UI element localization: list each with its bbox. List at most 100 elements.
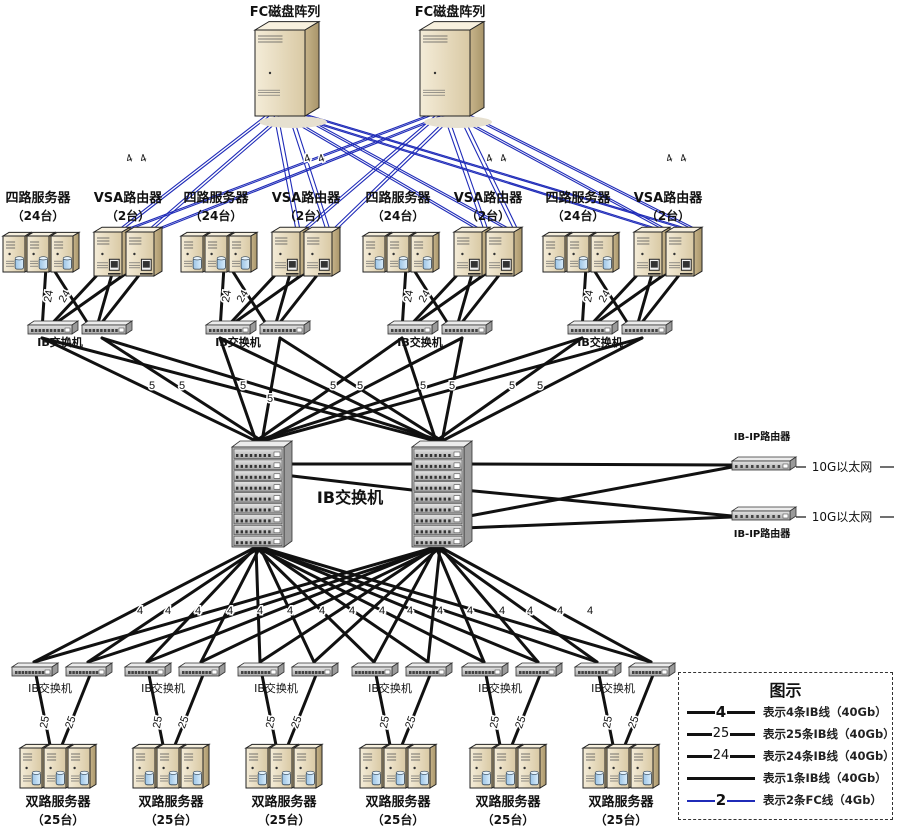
tower-side xyxy=(72,231,80,273)
switch-port xyxy=(41,671,45,674)
switch-port-uplink xyxy=(98,669,105,675)
switch-port xyxy=(756,465,759,468)
disk-top xyxy=(371,770,381,775)
switch-port xyxy=(601,329,604,332)
chassis-uplink xyxy=(453,517,461,523)
dual-server-count: （25台） xyxy=(372,812,425,827)
downlink-label-4: 4 xyxy=(435,604,444,619)
link-label-text: 25 xyxy=(176,715,191,731)
switch-port xyxy=(519,671,522,674)
link-label-text: 4 xyxy=(138,152,148,165)
ib-switch-upper xyxy=(80,320,134,335)
switch-port xyxy=(69,671,72,674)
downlink-label-4: 4 xyxy=(465,604,474,619)
fc-link xyxy=(290,109,513,231)
power-led xyxy=(413,766,416,770)
link-label-text: 25 xyxy=(488,715,502,729)
switch-top xyxy=(730,456,798,462)
switch-port xyxy=(263,329,266,332)
chassis-port xyxy=(429,541,433,545)
chassis-port xyxy=(263,508,266,512)
switch-port-uplink xyxy=(661,669,668,675)
switch-port xyxy=(751,515,754,518)
chassis-port xyxy=(439,486,442,490)
ib-link xyxy=(222,270,280,332)
switch-port xyxy=(571,329,574,332)
disk-top xyxy=(168,770,178,775)
power-led xyxy=(475,766,478,770)
link-label-text: 4 xyxy=(349,605,355,617)
chassis-port xyxy=(245,530,248,534)
switch-port xyxy=(185,671,188,674)
switch-port xyxy=(85,671,89,674)
chassis-module xyxy=(233,503,283,514)
chassis-port xyxy=(429,508,433,512)
chassis-uplink xyxy=(453,506,461,512)
server-link xyxy=(260,673,278,747)
fc-storage-array xyxy=(259,116,327,128)
link-label-25: 25 xyxy=(263,714,280,731)
chassis-port xyxy=(420,541,423,545)
link-label-24: 24 xyxy=(41,288,58,305)
switch-port xyxy=(545,671,549,674)
chassis-port xyxy=(259,475,262,479)
switch-port xyxy=(107,329,111,332)
downlink-ib xyxy=(258,545,653,664)
chassis-port xyxy=(263,530,266,534)
switch-port xyxy=(412,671,415,674)
switch-port xyxy=(767,465,770,468)
chassis-uplink xyxy=(273,506,281,512)
chassis-port xyxy=(254,519,257,523)
disk-top xyxy=(554,256,564,261)
legend-text: 表示24条IB线（40Gb） xyxy=(763,749,895,763)
disk-top xyxy=(594,770,604,775)
switch-port xyxy=(92,329,96,332)
legend-text: 表示25条IB线（40Gb） xyxy=(763,727,895,741)
ib-switch-upper xyxy=(566,320,620,335)
core-switch-label: IB交换机 xyxy=(317,488,383,507)
chassis-port xyxy=(429,519,433,523)
monitor-screen xyxy=(650,261,658,268)
tower-side xyxy=(652,743,660,789)
switch-top xyxy=(514,662,564,668)
switch-top xyxy=(123,662,173,668)
chassis-port xyxy=(268,454,271,457)
switch-port xyxy=(371,671,375,674)
chassis-port xyxy=(245,486,248,490)
server-link xyxy=(34,673,52,747)
switch-port xyxy=(432,671,435,674)
monitor-screen xyxy=(288,261,296,268)
fc-link xyxy=(157,109,461,231)
switch-port xyxy=(651,329,654,332)
uplink-label-5: 5 xyxy=(447,379,456,394)
chassis-side xyxy=(463,440,473,548)
switch-port xyxy=(398,329,402,332)
chassis-port xyxy=(249,508,253,512)
disk-top xyxy=(642,770,652,775)
downlink-ib xyxy=(86,545,262,664)
switch-port xyxy=(285,329,289,332)
vsa-router-label: VSA路由器 xyxy=(94,190,163,206)
chassis-port xyxy=(416,541,419,545)
link-label-text: 4 xyxy=(137,605,143,617)
switch-port xyxy=(321,671,325,674)
fc-link xyxy=(445,109,669,231)
monitor-screen xyxy=(470,261,478,268)
chassis-top xyxy=(410,440,474,448)
chassis-port xyxy=(254,541,257,545)
chassis-module xyxy=(233,492,283,503)
switch-port xyxy=(100,329,103,332)
chassis-port xyxy=(245,497,248,501)
switch-port xyxy=(415,671,419,674)
power-led xyxy=(612,766,615,770)
fc-link xyxy=(147,109,288,231)
switch-port xyxy=(49,329,53,332)
vsa-router-label: VSA路由器 xyxy=(634,190,703,206)
uplink-ib xyxy=(260,336,282,443)
switch-port xyxy=(751,465,754,468)
switch-port xyxy=(772,465,775,468)
switch-port xyxy=(247,671,251,674)
link-label-25: 25 xyxy=(288,713,306,732)
link-label-text: 4 xyxy=(257,605,263,617)
